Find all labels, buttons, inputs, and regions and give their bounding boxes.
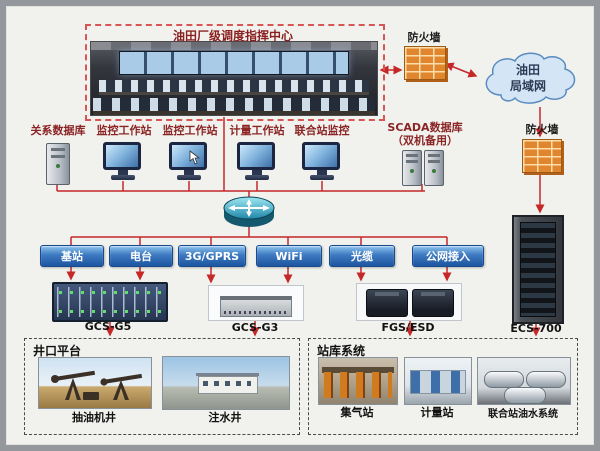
firewall-right-label: 防火墙 <box>525 123 559 136</box>
scada-server-icon <box>424 150 444 186</box>
monitor-ws-label: 监控工作站 <box>162 124 218 137</box>
monitor-ws-label: 监控工作站 <box>96 124 152 137</box>
relational-db-label: 关系数据库 <box>30 124 86 137</box>
wellhead-platform-box <box>24 338 300 435</box>
ecs-700-cabinet-image <box>512 215 564 324</box>
metering-station-caption: 计量站 <box>420 406 454 419</box>
link-fiber: 光缆 <box>329 245 395 267</box>
control-room-console-row <box>99 80 369 95</box>
lan-cloud-icon <box>485 52 576 104</box>
firewall-top-label: 防火墙 <box>407 31 441 44</box>
control-center-title: 油田厂级调度指挥中心 <box>172 29 293 43</box>
control-room-console-row <box>93 98 375 115</box>
control-room-video-wall <box>119 51 349 75</box>
fgs-esd-image <box>356 283 462 321</box>
workstation-monitor-icon <box>169 142 209 186</box>
wellhead-platform-title: 井口平台 <box>33 344 82 358</box>
lan-cloud-label: 油田 局域网 <box>509 63 546 93</box>
workstation-monitor-icon <box>302 142 342 186</box>
station-system-title: 站库系统 <box>317 344 366 358</box>
link-base-station: 基站 <box>40 245 104 267</box>
pumpjack-well-photo <box>38 357 152 409</box>
control-room-photo <box>90 41 378 116</box>
gcs-g5-rack-image <box>52 282 168 322</box>
link-radio: 电台 <box>109 245 173 267</box>
joint-station-ws-label: 联合站监控 <box>294 124 350 137</box>
scada-db-label: SCADA数据库 （双机备用） <box>387 121 463 147</box>
link-3g-gprs: 3G/GPRS <box>178 245 246 267</box>
injection-well-photo <box>162 356 290 410</box>
gcs-g3-label: GCS-G3 <box>231 321 279 334</box>
router-icon <box>223 196 275 227</box>
joint-station-oil-water-caption: 联合站油水系统 <box>488 409 558 420</box>
database-server-icon <box>46 143 70 185</box>
gcs-g3-plc-image <box>208 285 304 321</box>
firewall-icon <box>404 46 446 80</box>
link-wifi: WiFi <box>256 245 322 267</box>
joint-station-oil-water-photo <box>477 357 571 405</box>
gas-gathering-station-photo <box>318 357 398 405</box>
pumpjack-well-caption: 抽油机井 <box>72 411 116 424</box>
gcs-g5-label: GCS-G5 <box>84 320 132 333</box>
firewall-icon <box>522 139 562 173</box>
ecs-700-label: ECS-700 <box>510 322 562 335</box>
station-system-box <box>308 338 578 435</box>
workstation-monitor-icon <box>103 142 143 186</box>
metering-station-photo <box>404 357 472 405</box>
metering-ws-label: 计量工作站 <box>229 124 285 137</box>
hand-cursor-icon <box>189 150 200 165</box>
workstation-monitor-icon <box>237 142 277 186</box>
fgs-esd-label: FGS/ESD <box>381 321 435 334</box>
link-public-network: 公网接入 <box>412 245 484 267</box>
injection-well-caption: 注水井 <box>208 411 242 424</box>
gas-gathering-station-caption: 集气站 <box>340 406 374 419</box>
control-room-ceiling <box>91 42 377 50</box>
scada-server-icon <box>402 150 422 186</box>
